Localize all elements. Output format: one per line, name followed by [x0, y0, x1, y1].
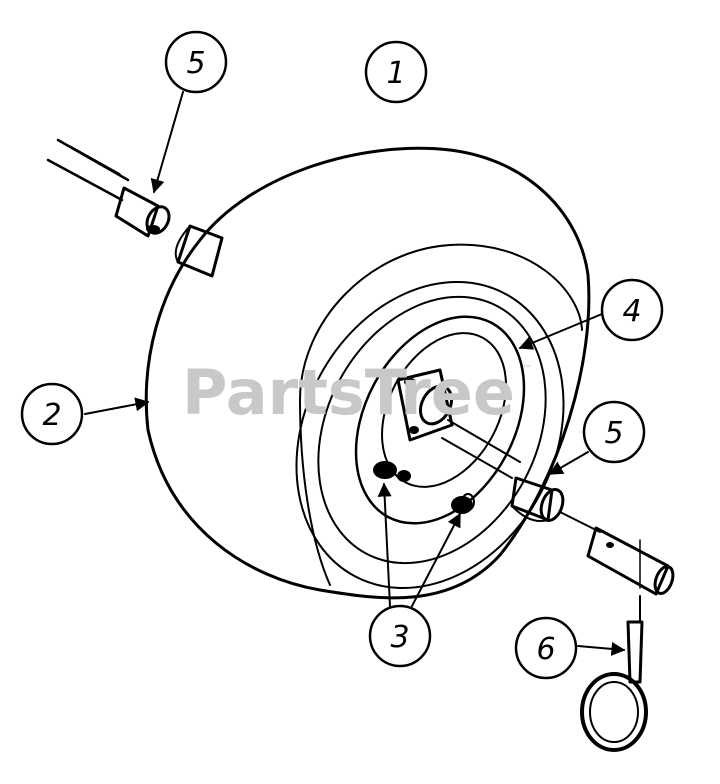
axle-shaft-front	[441, 419, 521, 479]
callout-4: 4	[600, 278, 664, 342]
lug-bolts	[373, 461, 475, 514]
wheel-rim	[295, 281, 565, 589]
callout-5-upper: 5	[164, 30, 228, 94]
hub-stub-rear	[174, 224, 224, 278]
axle-shaft-rear	[46, 138, 130, 202]
callout-4-label: 4	[622, 294, 641, 329]
callout-1: 1	[364, 40, 428, 104]
callout-6: 6	[514, 616, 578, 680]
callout-2: 2	[20, 382, 84, 446]
watermark: PartsTree ™	[182, 356, 532, 429]
axle-end	[559, 511, 675, 596]
callout-2-label: 2	[42, 398, 61, 433]
callout-5-front-label: 5	[604, 416, 623, 451]
callout-6-label: 6	[536, 632, 555, 667]
callout-5-front: 5	[582, 400, 646, 464]
hub-bearing	[396, 368, 454, 442]
watermark-text: PartsTree	[182, 356, 515, 429]
watermark-trademark: ™	[522, 364, 532, 375]
callout-3: 3	[368, 604, 432, 668]
hitch-pin-ring	[580, 595, 648, 752]
callout-5-upper-label: 5	[186, 46, 205, 81]
leader-lines	[84, 91, 626, 656]
callout-3-label: 3	[390, 620, 409, 655]
callout-1-label: 1	[386, 56, 405, 91]
spacer-upper	[114, 186, 171, 238]
spacer-front	[510, 476, 565, 522]
